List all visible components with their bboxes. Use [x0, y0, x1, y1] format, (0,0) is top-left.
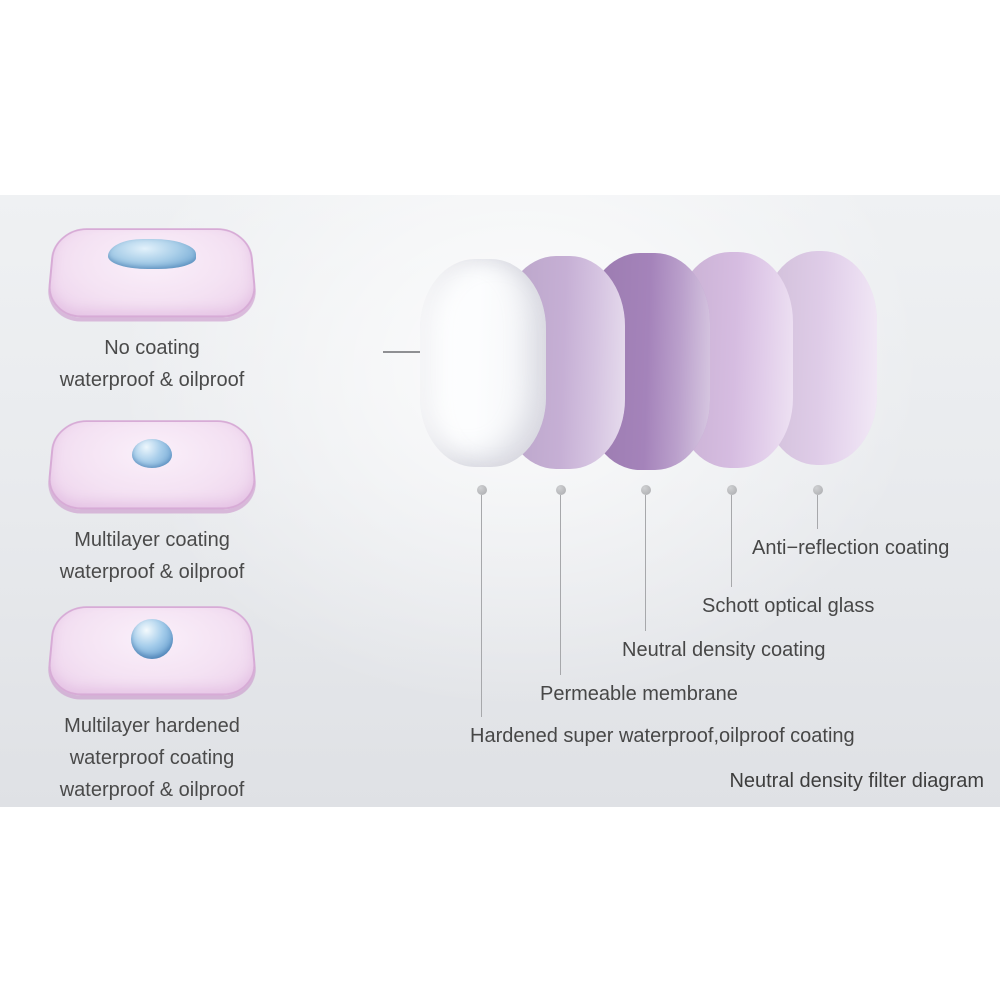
caption-line: waterproof & oilproof — [59, 779, 245, 801]
layer-label-anti-reflection-coating: Anti−reflection coating — [752, 537, 950, 559]
leader-dot — [813, 485, 823, 495]
leader-dot — [477, 485, 487, 495]
caption-line: waterproof & oilproof — [59, 561, 245, 583]
sample-caption: Multilayer hardened waterproof coating w… — [28, 710, 276, 806]
caption-line: No coating — [104, 337, 200, 359]
leader-line — [560, 495, 561, 675]
layer-label-neutral-density-coating: Neutral density coating — [622, 639, 826, 661]
leader-dot — [556, 485, 566, 495]
caption-line: waterproof coating — [69, 747, 235, 769]
leader-dot — [727, 485, 737, 495]
sample-no-coating: No coating waterproof & oilproof — [28, 223, 276, 396]
layer-label-schott-optical-glass: Schott optical glass — [702, 595, 875, 617]
sample-multilayer-hardened: Multilayer hardened waterproof coating w… — [28, 601, 276, 806]
sample-caption: No coating waterproof & oilproof — [28, 332, 276, 396]
filter-layer-hardened-coating — [420, 259, 546, 467]
diagram-stage: No coating waterproof & oilproof Multila… — [0, 195, 1000, 807]
caption-line: waterproof & oilproof — [59, 369, 245, 391]
small-water-bead-icon — [132, 439, 172, 468]
leader-line — [817, 495, 818, 529]
caption-line: Multilayer coating — [74, 529, 230, 551]
diagram-title: Neutral density filter diagram — [729, 770, 984, 792]
leader-dot — [641, 485, 651, 495]
layer-label-permeable-membrane: Permeable membrane — [540, 683, 738, 705]
leader-line — [731, 495, 732, 587]
arrow-shaft — [383, 351, 427, 353]
leader-line — [645, 495, 646, 631]
flat-water-puddle-icon — [108, 239, 196, 269]
caption-line: Multilayer hardened — [64, 715, 240, 737]
round-water-bead-icon — [131, 619, 173, 659]
sample-caption: Multilayer coating waterproof & oilproof — [28, 524, 276, 588]
layer-label-hardened-coating: Hardened super waterproof,oilproof coati… — [470, 725, 855, 747]
leader-line — [481, 495, 482, 717]
sample-multilayer-coating: Multilayer coating waterproof & oilproof — [28, 415, 276, 588]
